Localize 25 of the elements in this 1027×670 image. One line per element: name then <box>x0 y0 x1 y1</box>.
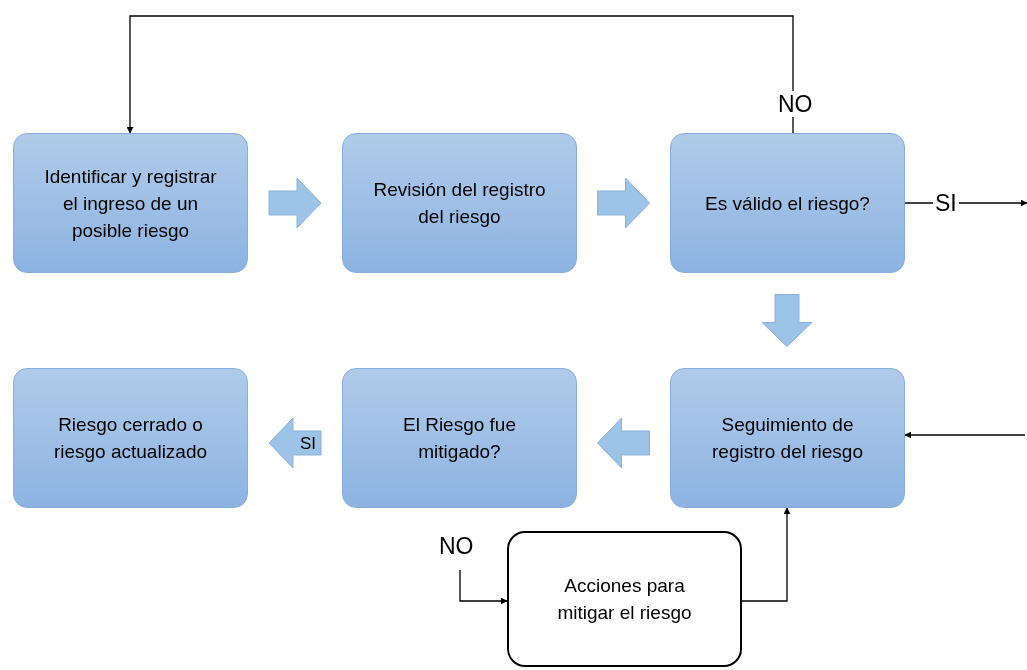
block-arrow <box>268 177 322 229</box>
block-arrow <box>597 417 650 469</box>
edge-label: NO <box>776 91 815 117</box>
node-text: Revisión del registro del riesgo <box>372 178 547 229</box>
process-box <box>507 531 742 667</box>
edge-label: SI <box>299 433 318 455</box>
arrow <box>904 431 1026 439</box>
process-box <box>670 368 905 508</box>
decision-box <box>670 133 905 273</box>
node-text: El Riesgo fue mitigado? <box>402 413 517 464</box>
node-text: Acciones para mitigar el riesgo <box>556 574 693 625</box>
decision-box <box>342 368 577 508</box>
process-box <box>342 133 577 273</box>
node-text: Seguimiento de registro del riesgo <box>711 413 864 464</box>
block-arrow <box>761 294 813 347</box>
block-arrow <box>597 177 650 229</box>
node-text: Riesgo cerrado o riesgo actualizado <box>52 413 209 464</box>
arrow <box>741 507 791 602</box>
process-box <box>13 368 248 508</box>
node-text: Identificar y registrar el ingreso de un posible riesgo <box>43 164 218 243</box>
arrow <box>126 15 794 134</box>
process-box <box>13 133 248 273</box>
node-text: Es válido el riesgo? <box>705 191 870 216</box>
block-arrow <box>268 417 322 469</box>
arrow <box>459 569 508 605</box>
